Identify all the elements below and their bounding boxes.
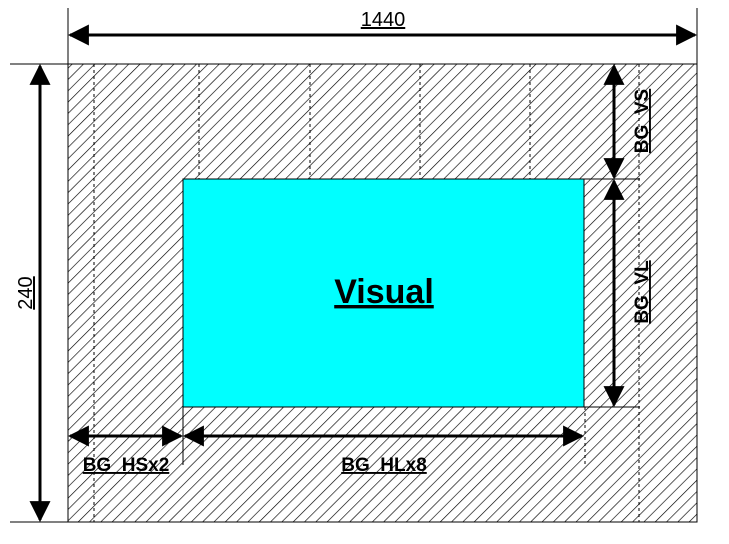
vs-label: BG_VS [632, 89, 653, 153]
hl-label: BG_HLx8 [341, 455, 427, 476]
hs-label: BG_HSx2 [83, 455, 170, 476]
vl-label: BG_VL [632, 260, 653, 324]
visual-area [182, 178, 585, 408]
visual-label: Visual [334, 273, 434, 311]
dimension-arrows [29, 24, 698, 523]
width-label: 1440 [361, 9, 406, 31]
height-label: 240 [15, 276, 37, 309]
dashed-guide-lines [93, 64, 640, 522]
